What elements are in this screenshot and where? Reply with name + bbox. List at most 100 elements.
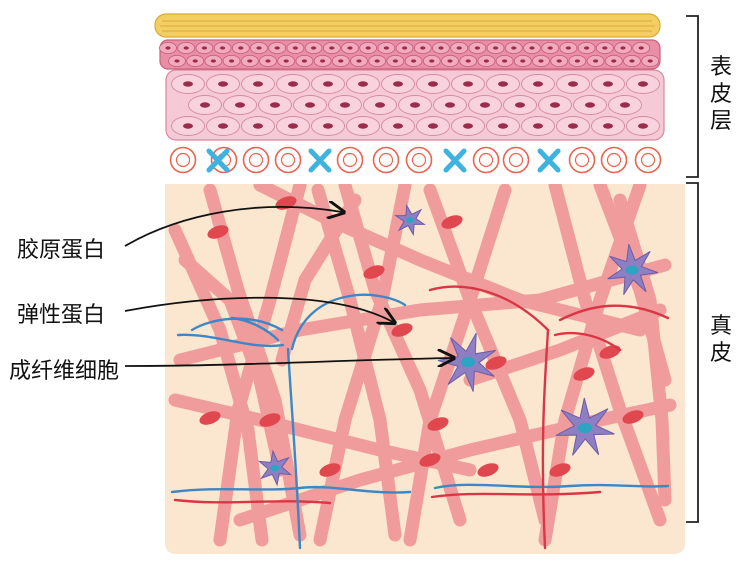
granular-nucleus xyxy=(593,59,599,63)
spinous-nucleus xyxy=(568,81,578,87)
spinous-nucleus xyxy=(270,102,280,108)
collagen-band xyxy=(599,345,621,359)
spinous-nucleus xyxy=(428,123,438,129)
collagen-band xyxy=(259,413,281,427)
spinous-nucleus xyxy=(585,102,595,108)
collagen-bands xyxy=(199,196,644,477)
elastin-callout-arrow xyxy=(124,296,393,322)
spinous-nucleus xyxy=(603,81,613,87)
granular-nucleus xyxy=(256,46,262,50)
collagen-band xyxy=(363,265,385,279)
spinous-nucleus xyxy=(410,102,420,108)
basal-cell xyxy=(274,146,302,174)
basal-cell-nucleus xyxy=(175,152,191,168)
granular-nucleus xyxy=(329,46,335,50)
collagen-band xyxy=(622,410,644,424)
granular-nucleus xyxy=(174,59,180,63)
basal-cell xyxy=(336,146,364,174)
granular-nucleus xyxy=(565,46,572,50)
basal-cell xyxy=(169,146,197,174)
granular-nucleus xyxy=(165,46,171,50)
spinous-nucleus xyxy=(533,81,543,87)
granular-nucleus xyxy=(574,59,581,63)
spinous-cells xyxy=(171,74,660,136)
spinous-nucleus xyxy=(638,123,648,129)
granular-nucleus xyxy=(374,59,380,63)
granular-nucleus xyxy=(538,59,544,63)
basal-cell xyxy=(210,146,238,174)
granular-nucleus xyxy=(220,46,226,50)
spinous-nucleus xyxy=(323,123,333,129)
spinous-nucleus xyxy=(358,123,368,129)
spinous-nucleus xyxy=(183,123,193,129)
granular-nucleus xyxy=(311,46,317,50)
basal-cell-nucleus xyxy=(574,152,590,168)
granular-nucleus xyxy=(292,46,298,50)
epidermis-label: 表 皮 层 xyxy=(709,55,732,134)
basal-cell xyxy=(634,146,662,174)
basal-cell-nucleus xyxy=(411,152,427,168)
spinous-nucleus xyxy=(253,81,263,87)
spinous-nucleus xyxy=(428,81,438,87)
granular-nucleus xyxy=(210,59,216,63)
fibroblast-cells xyxy=(257,203,659,487)
basal-cell-nucleus xyxy=(248,152,264,168)
granular-nucleus xyxy=(356,59,362,63)
basal-cell xyxy=(242,146,270,174)
spinous-nucleus xyxy=(498,81,508,87)
granular-nucleus xyxy=(283,59,289,63)
collagen-label: 胶原蛋白 xyxy=(17,238,106,263)
spinous-nucleus xyxy=(550,102,560,108)
granular-nucleus xyxy=(447,59,453,63)
granular-nucleus xyxy=(229,59,235,63)
basal-cell xyxy=(600,146,628,174)
granular-nucleus xyxy=(647,59,653,63)
basal-cell-nucleus xyxy=(508,152,524,168)
elastin-fibers xyxy=(170,285,670,550)
granular-nucleus xyxy=(320,59,326,63)
spinous-nucleus xyxy=(358,81,368,87)
granular-nucleus xyxy=(620,46,626,50)
spinous-nucleus xyxy=(200,102,210,108)
elastin-label: 弹性蛋白 xyxy=(17,303,106,328)
granular-nucleus xyxy=(556,59,562,63)
granular-nucleus xyxy=(520,59,526,63)
langerhans-cell xyxy=(537,148,561,173)
granular-nucleus xyxy=(429,59,435,63)
fibroblast-nucleus xyxy=(270,464,280,472)
langerhans-cell xyxy=(206,148,230,173)
langerhans-cell xyxy=(443,148,467,173)
dermis-label: 真 皮 xyxy=(709,314,732,366)
collagen-band xyxy=(427,417,449,431)
collagen-band xyxy=(319,463,341,477)
spinous-nucleus xyxy=(498,123,508,129)
spinous-nucleus xyxy=(515,102,525,108)
granular-nucleus xyxy=(238,46,244,50)
spinous-nucleus xyxy=(445,102,455,108)
collagen-callout-arrow xyxy=(124,207,342,247)
granular-nucleus xyxy=(547,46,553,50)
granular-nucleus xyxy=(392,59,398,63)
basal-cell-nucleus xyxy=(280,152,296,168)
spinous-nucleus xyxy=(323,81,333,87)
basal-cell-nucleus xyxy=(478,152,494,168)
granular-nucleus xyxy=(265,59,271,63)
granular-nucleus xyxy=(502,59,508,63)
fibroblast-callout-arrow xyxy=(124,358,452,366)
granular-nucleus xyxy=(338,59,344,63)
collagen-band xyxy=(391,323,413,337)
granular-nucleus xyxy=(247,59,253,63)
collagen-fiber xyxy=(463,303,667,387)
spinous-nucleus xyxy=(393,81,403,87)
collagen-band xyxy=(549,463,571,477)
granular-nucleus xyxy=(611,59,617,63)
spinous-nucleus xyxy=(620,102,630,108)
granular-nucleus xyxy=(584,46,590,50)
basal-cell-nucleus xyxy=(342,152,358,168)
collagen-fiber xyxy=(173,258,672,367)
granular-nucleus xyxy=(402,46,408,50)
granular-nucleus xyxy=(493,46,499,50)
granular-nucleus xyxy=(420,46,426,50)
collagen-fiber xyxy=(613,193,672,507)
spinous-nucleus xyxy=(638,81,648,87)
